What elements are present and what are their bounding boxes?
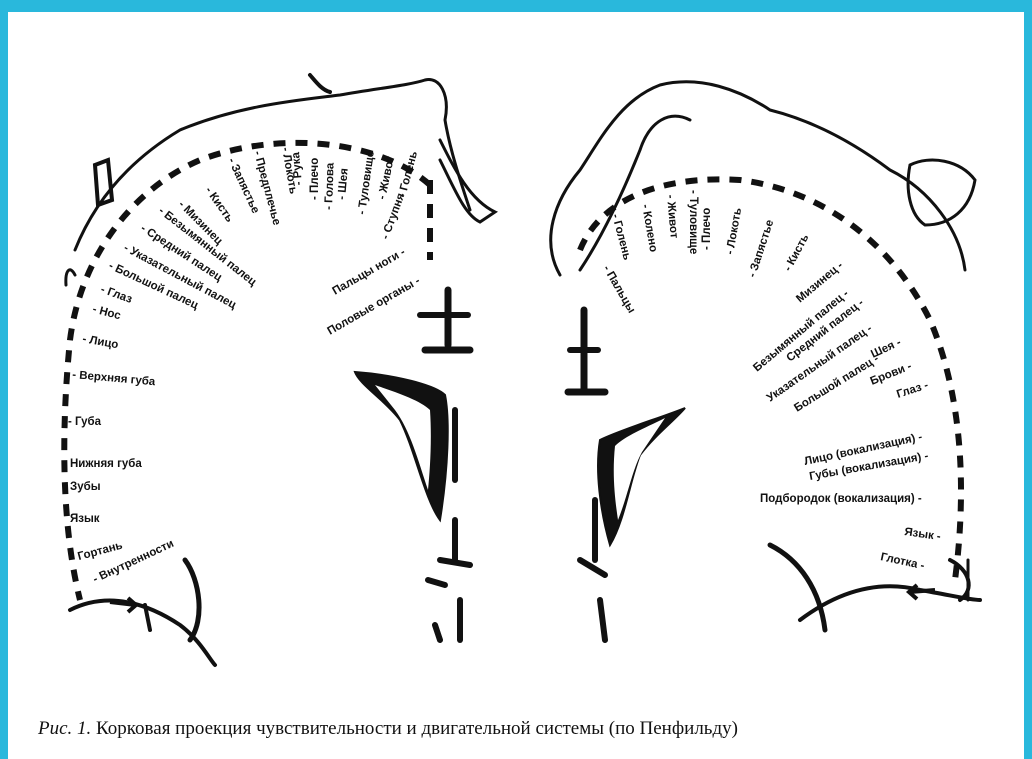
label: Зубы xyxy=(70,481,101,493)
figure-number: Рис. 1. xyxy=(38,718,91,739)
label: Нижняя губа xyxy=(70,458,142,470)
label: - Верхняя губа xyxy=(72,369,157,388)
label: - Глаз xyxy=(99,284,134,306)
right-ventricle xyxy=(598,408,685,545)
label: - Живот xyxy=(376,155,397,201)
figure-caption: Рис. 1. Корковая проекция чувствительнос… xyxy=(38,718,1018,740)
right-arrow-icon xyxy=(909,585,935,599)
left-labels: Пальцы ноги - Половые органы - - Ступня … xyxy=(68,146,422,585)
label: - Колено xyxy=(639,203,659,253)
label: Большой палец - xyxy=(792,353,881,415)
label: Язык - xyxy=(904,526,942,543)
label: - Гортань xyxy=(70,540,124,565)
label: - Туловище xyxy=(687,190,699,254)
label: - Пальцы xyxy=(600,264,637,316)
label: Глаз - xyxy=(895,379,930,401)
label: Шея - xyxy=(869,336,903,360)
label: Глотка - xyxy=(879,551,925,572)
label: - Туловище xyxy=(356,150,377,215)
label: - Голень xyxy=(609,213,633,262)
left-ventricle xyxy=(355,372,448,520)
label: - Нос xyxy=(91,303,122,322)
label: - Голень xyxy=(396,150,420,199)
left-cortex-arc xyxy=(64,143,430,600)
label: - Лицо xyxy=(81,333,119,351)
label: - Живот xyxy=(664,194,680,239)
left-hemisphere xyxy=(66,75,495,665)
label: - Кисть xyxy=(782,232,811,273)
label: - Шея xyxy=(336,168,351,201)
label: - Губа xyxy=(68,416,102,428)
label: Язык xyxy=(70,513,100,525)
right-labels: - Пальцы - Голень - Колено - Живот - Тул… xyxy=(600,190,941,572)
label: Подбородок (вокализация) - xyxy=(760,493,922,505)
label: - Запястье xyxy=(746,218,776,279)
label: - Голова xyxy=(323,162,337,210)
label: - Кисть xyxy=(203,185,236,225)
label: - Плечо xyxy=(309,158,321,200)
label: - Предплечье xyxy=(251,150,282,227)
midline-structures xyxy=(420,290,605,640)
figure-caption-text: Корковая проекция чувствительности и дви… xyxy=(91,718,738,739)
label: - Локоть xyxy=(724,207,744,256)
label: - Плечо xyxy=(701,208,713,250)
